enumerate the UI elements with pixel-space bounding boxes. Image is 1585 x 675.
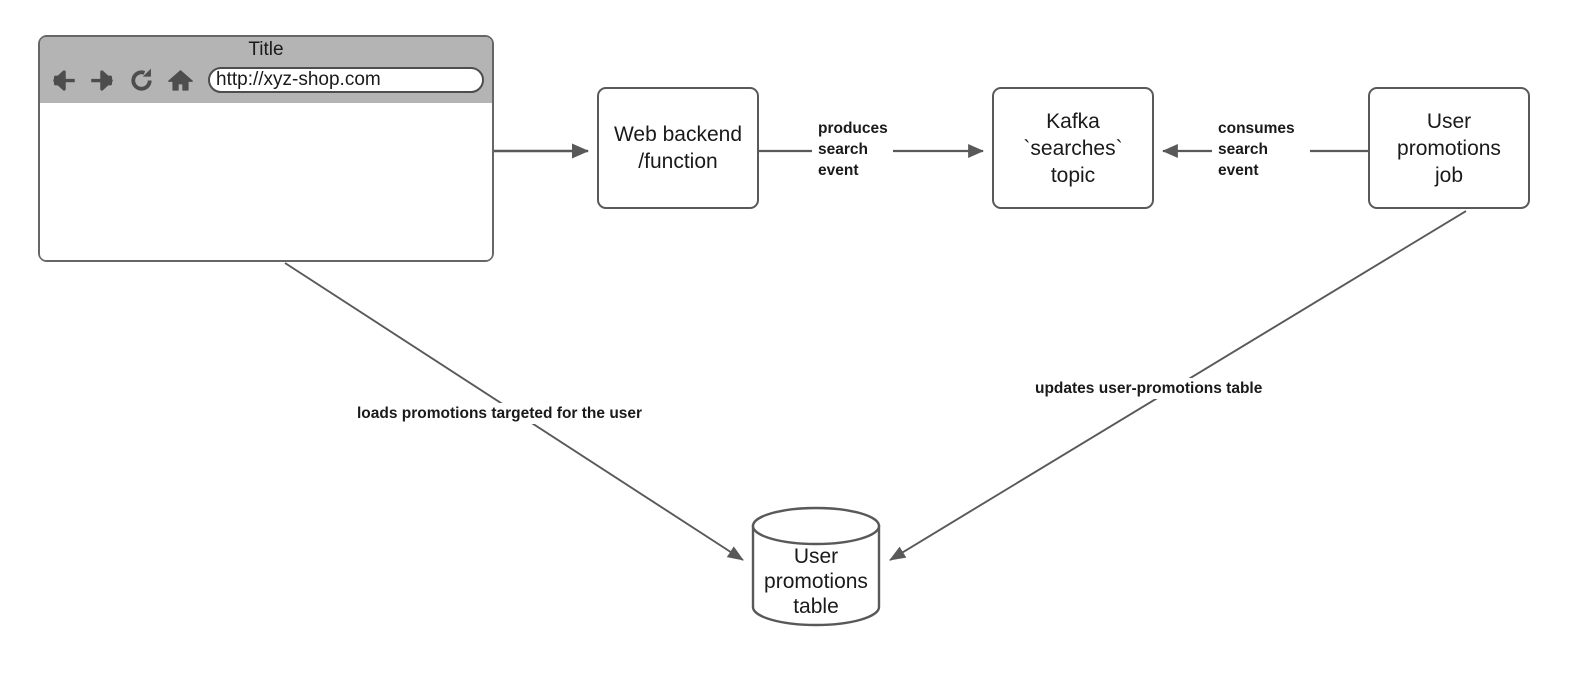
edge-label-loads-promotions: loads promotions targeted for the user bbox=[355, 403, 645, 424]
node-user-promotions-table[interactable]: User promotions table bbox=[752, 508, 880, 625]
edge-label-consumes-search-event: consumes search event bbox=[1218, 118, 1295, 181]
browser-viewport[interactable] bbox=[40, 103, 492, 260]
home-icon[interactable] bbox=[167, 67, 194, 94]
node-web-backend-label: Web backend /function bbox=[613, 123, 743, 173]
browser-chrome: Title http://xyz-shop.com bbox=[40, 37, 492, 105]
node-kafka-topic[interactable]: Kafka `searches` topic bbox=[992, 87, 1154, 209]
forward-icon[interactable] bbox=[89, 67, 116, 94]
edge-label-updates-user-promotions-table: updates user-promotions table bbox=[1033, 378, 1265, 399]
node-user-promotions-job-label: User promotions job bbox=[1397, 109, 1501, 187]
node-web-backend[interactable]: Web backend /function bbox=[597, 87, 759, 209]
browser-title-bar: Title bbox=[248, 39, 284, 60]
browser-toolbar: http://xyz-shop.com bbox=[50, 63, 484, 97]
url-input[interactable]: http://xyz-shop.com bbox=[208, 67, 484, 93]
back-icon[interactable] bbox=[50, 67, 77, 94]
node-user-promotions-job[interactable]: User promotions job bbox=[1368, 87, 1530, 209]
node-kafka-topic-label: Kafka `searches` topic bbox=[1023, 109, 1123, 187]
reload-icon[interactable] bbox=[128, 67, 155, 94]
node-user-promotions-table-label: User promotions table bbox=[764, 545, 868, 618]
browser-window[interactable]: Title http://xyz-shop.com bbox=[38, 35, 494, 262]
edge-label-produces-search-event: produces search event bbox=[818, 118, 888, 181]
